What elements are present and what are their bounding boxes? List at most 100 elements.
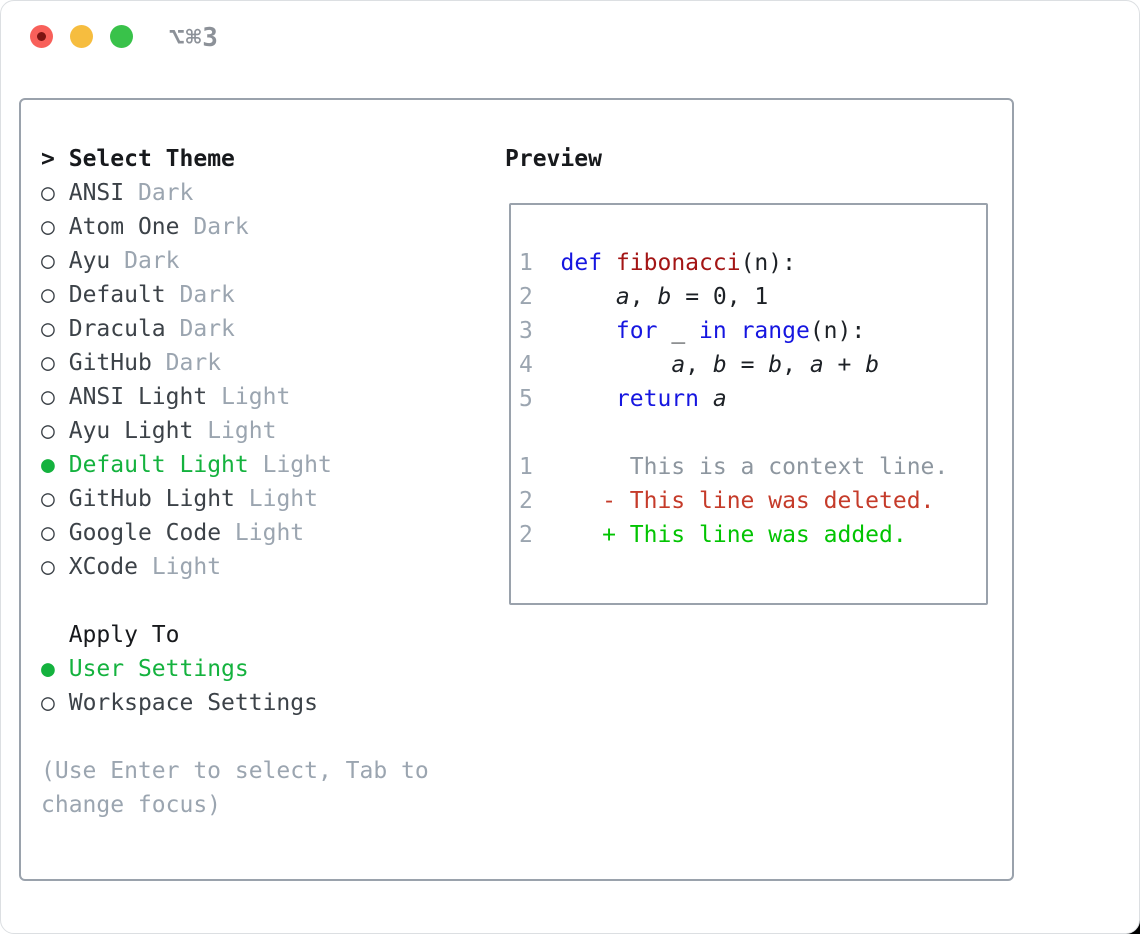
theme-name: XCode [68,554,138,580]
code-segment: a [615,284,630,310]
code-segment [561,284,616,310]
select-theme-title: Select Theme [68,146,235,172]
diff-block: 1 This is a context line. 2 - This line w… [519,450,986,552]
code-segment: + This line was added. [560,522,907,548]
theme-option-github[interactable]: ○ GitHub Dark [41,346,473,380]
code-segment: return [615,386,700,412]
code-segment: a [809,352,824,378]
code-segment [561,318,616,344]
line-number: 1 [519,454,533,480]
line-number: 1 [519,250,533,276]
window-title: ⌥⌘3 [169,23,219,53]
theme-option-ayu-light[interactable]: ○ Ayu Light Light [41,414,473,448]
code-line: 3 for _ in range(n): [519,314,986,348]
radio-selected-icon: ● [41,452,55,478]
apply-option-label: User Settings [68,656,249,682]
theme-option-atom-one[interactable]: ○ Atom One Dark [41,210,473,244]
code-segment: a [712,386,727,412]
code-segment: b [657,284,672,310]
theme-option-ansi-light[interactable]: ○ ANSI Light Light [41,380,473,414]
radio-icon: ○ [41,418,55,444]
code-line: 4 a, b = b, a + b [519,348,986,382]
code-segment: b [712,352,727,378]
radio-icon: ○ [41,248,55,274]
theme-variant: Dark [137,180,194,206]
code-segment: (n): [809,318,866,344]
theme-option-github-light[interactable]: ○ GitHub Light Light [41,482,473,516]
code-line: 2 a, b = 0, 1 [519,280,986,314]
theme-variant: Light [248,486,318,512]
radio-icon: ○ [41,520,55,546]
radio-icon: ○ [41,180,55,206]
theme-variant: Light [262,452,332,478]
apply-option-workspace-settings[interactable]: ○ Workspace Settings [41,686,473,720]
code-segment: - This line was deleted. [560,488,935,514]
code-segment: fibonacci [615,250,741,276]
theme-variant: Dark [124,248,180,274]
code-segment: This is a context line. [560,454,949,480]
code-segment: def [560,250,603,276]
code-segment: _ [657,318,700,344]
code-segment: in [699,318,727,344]
theme-name: GitHub [68,350,152,376]
keyboard-hint: (Use Enter to select, Tab to change focu… [41,758,429,818]
theme-option-ayu[interactable]: ○ Ayu Dark [41,244,473,278]
radio-icon: ○ [41,316,55,342]
theme-variant: Light [207,418,277,444]
close-button[interactable] [30,25,53,48]
theme-variant: Light [221,384,291,410]
code-segment: = [726,352,769,378]
radio-selected-icon: ● [41,656,55,682]
preview-title: Preview [505,146,602,172]
theme-variant: Dark [179,316,235,342]
code-segment [727,318,741,344]
theme-option-dracula[interactable]: ○ Dracula Dark [41,312,473,346]
minimize-button[interactable] [70,25,93,48]
titlebar[interactable]: ⌥⌘3 [1,1,1139,73]
radio-icon: ○ [41,214,55,240]
line-number: 2 [519,488,533,514]
code-segment: b [865,352,880,378]
theme-name: Default [68,282,166,308]
radio-icon: ○ [41,486,55,512]
code-segment: (n): [740,250,796,276]
code-segment [602,250,616,276]
select-theme-header: > Select Theme [41,142,473,176]
radio-icon: ○ [41,350,55,376]
theme-name: Google Code [68,520,222,546]
theme-option-ansi[interactable]: ○ ANSI Dark [41,176,473,210]
theme-option-default[interactable]: ○ Default Dark [41,278,473,312]
line-number: 3 [519,318,533,344]
apply-option-user-settings[interactable]: ● User Settings [41,652,473,686]
code-segment: b [768,352,783,378]
code-line: 1 def fibonacci(n): [519,246,986,280]
code-segment [561,386,616,412]
radio-icon: ○ [41,384,55,410]
radio-icon: ○ [41,554,55,580]
apply-to-header: Apply To [68,622,180,648]
theme-variant: Dark [165,350,222,376]
theme-picker-panel: > Select Theme ○ ANSI Dark○ Atom One Dar… [19,98,1014,881]
theme-name: ANSI [68,180,125,206]
theme-name: Ayu Light [68,418,194,444]
theme-option-google-code[interactable]: ○ Google Code Light [41,516,473,550]
theme-variant: Dark [179,282,235,308]
left-column: > Select Theme ○ ANSI Dark○ Atom One Dar… [41,142,473,822]
apply-to-list: ● User Settings○ Workspace Settings [41,652,473,720]
theme-list: ○ ANSI Dark○ Atom One Dark○ Ayu Dark○ De… [41,176,473,584]
theme-variant: Dark [193,214,249,240]
theme-option-xcode[interactable]: ○ XCode Light [41,550,473,584]
theme-option-default-light[interactable]: ● Default Light Light [41,448,473,482]
code-segment [699,386,713,412]
theme-name: Ayu [68,248,111,274]
line-number: 4 [519,352,533,378]
radio-icon: ○ [41,690,55,716]
code-segment: for [615,318,658,344]
code-line: 5 return a [519,382,986,416]
zoom-button[interactable] [110,25,133,48]
line-number: 2 [519,284,533,310]
code-segment: , [685,352,713,378]
